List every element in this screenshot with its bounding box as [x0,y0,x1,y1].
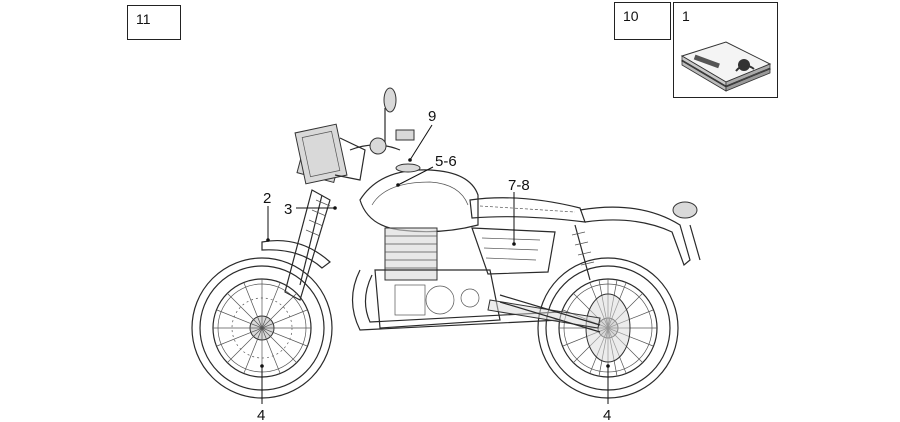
callout-2: 2 [263,190,271,207]
reference-box-1: 1 [673,2,778,98]
callout-4-rear: 4 [603,407,611,422]
reference-box-11: 11 [127,5,181,40]
callout-4-front: 4 [257,407,265,422]
front-fender [261,239,331,269]
engine [374,227,501,329]
callout-9: 9 [428,108,436,125]
manual-booklet-icon [680,41,772,92]
box-11-label: 11 [136,11,151,27]
callout-7-8: 7-8 [508,177,530,194]
box-10-label: 10 [623,8,639,24]
swingarm [499,224,601,333]
seat [469,197,586,223]
callout-3: 3 [284,201,292,218]
callout-5-6: 5-6 [435,153,457,170]
reference-box-10: 10 [614,2,671,40]
side-panel [471,227,556,275]
box-1-label: 1 [682,8,690,24]
handlebar [349,87,415,155]
callout-lines [260,124,610,404]
fuel-tank [359,163,479,233]
rear-fender [579,201,701,267]
headlight [294,123,366,185]
